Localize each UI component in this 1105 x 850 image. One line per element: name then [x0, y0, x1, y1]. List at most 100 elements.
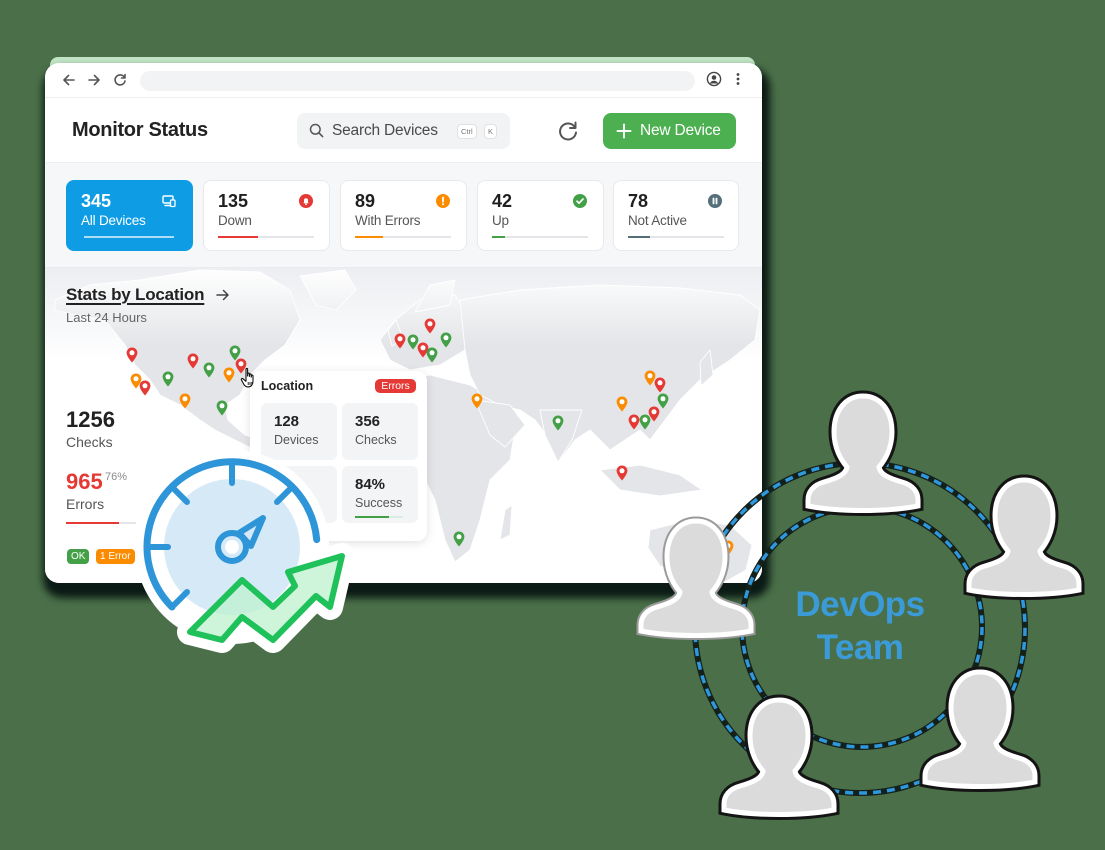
- stat-progress-track: [84, 236, 174, 238]
- map-pin-up[interactable]: [639, 414, 651, 430]
- stat-progress-fill: [628, 236, 651, 238]
- profile-icon[interactable]: [706, 71, 722, 87]
- stat-value: 345: [81, 191, 112, 211]
- stat-label: Down: [218, 213, 252, 228]
- search-placeholder: Search Devices: [332, 122, 438, 139]
- map-marker-icon: [657, 393, 669, 409]
- errors-progress-fill: [66, 522, 120, 524]
- location-tooltip: Location Errors 128 Devices 356 Checks 8…: [250, 371, 427, 541]
- cell-value: 356: [355, 413, 381, 430]
- team-member-bottom-left-icon: [724, 700, 834, 815]
- map-pin-up[interactable]: [657, 393, 669, 409]
- map-pin-down[interactable]: [139, 380, 151, 396]
- stat-card-up[interactable]: 42 Up: [477, 180, 604, 251]
- stat-card-not-active[interactable]: 78 Not Active: [613, 180, 739, 251]
- map-pin-down[interactable]: [417, 342, 429, 358]
- arrow-right-icon[interactable]: [215, 287, 231, 303]
- search-input[interactable]: Search Devices Ctrl K: [297, 113, 510, 149]
- india: [539, 409, 583, 463]
- stat-card-with-errors[interactable]: 89 With Errors: [340, 180, 467, 251]
- map-pin-down[interactable]: [235, 358, 247, 374]
- new-device-button[interactable]: New Device: [603, 113, 736, 149]
- map-marker-icon: [616, 465, 628, 481]
- scandinavia: [414, 279, 456, 313]
- shortcut-key-k: K: [484, 124, 498, 139]
- map-pin-down[interactable]: [126, 347, 138, 363]
- pin-layer: [45, 268, 762, 583]
- stat-progress-track: [218, 236, 314, 238]
- stat-value: 42: [492, 191, 513, 211]
- map-marker-icon: [628, 414, 640, 430]
- map-marker-icon: [139, 380, 151, 396]
- tooltip-title: Location: [261, 379, 314, 393]
- cell-value: 84%: [355, 476, 386, 493]
- map-marker-icon: [179, 393, 191, 409]
- map-pin-up[interactable]: [203, 362, 215, 378]
- refresh-icon[interactable]: [556, 119, 580, 143]
- map-marker-icon: [424, 318, 436, 334]
- map-pin-error[interactable]: [130, 373, 142, 389]
- map-pin-up[interactable]: [426, 347, 438, 363]
- status-chip-error[interactable]: 1 Error: [96, 549, 135, 564]
- stat-progress-fill: [492, 236, 506, 238]
- map-pin-up[interactable]: [162, 371, 174, 387]
- address-bar[interactable]: [140, 71, 695, 91]
- map-marker-icon: [229, 345, 241, 361]
- devices-icon: [162, 195, 176, 208]
- status-chip-ok[interactable]: OK: [67, 549, 90, 564]
- map-pin-down[interactable]: [616, 465, 628, 481]
- stat-label: Up: [492, 213, 509, 228]
- checks-label: Checks: [66, 434, 113, 450]
- map-pin-error[interactable]: [179, 393, 191, 409]
- map-marker-icon: [654, 377, 666, 393]
- tooltip-cell-success: 84% Success: [342, 466, 418, 523]
- map-marker-icon: [453, 531, 465, 547]
- stat-progress-fill: [84, 236, 174, 238]
- forward-arrow-icon[interactable]: [86, 72, 102, 88]
- errors-count: 965: [66, 469, 103, 494]
- map-pin-up[interactable]: [453, 531, 465, 547]
- map-marker-icon: [616, 396, 628, 412]
- time-range-label: Last 24 Hours: [66, 310, 147, 325]
- cell-label: Devices: [274, 433, 319, 447]
- map-pin-up[interactable]: [440, 332, 452, 348]
- map-pin-down[interactable]: [424, 318, 436, 334]
- status-summary: 345 All Devices 135 Down 89 With Errors …: [45, 163, 762, 268]
- map-pin-error[interactable]: [644, 370, 656, 386]
- reload-icon[interactable]: [112, 72, 128, 88]
- map-pin-error[interactable]: [722, 540, 734, 556]
- map-marker-icon: [187, 353, 199, 369]
- more-menu-icon[interactable]: [731, 71, 745, 87]
- map-pin-error[interactable]: [616, 396, 628, 412]
- stat-card-down[interactable]: 135 Down: [203, 180, 330, 251]
- stat-progress-fill: [355, 236, 383, 238]
- browser-window: Monitor Status Search Devices Ctrl K New…: [45, 63, 762, 583]
- map-pin-up[interactable]: [552, 415, 564, 431]
- team-member-top-icon: [808, 396, 918, 511]
- team-member-bottom-right-icon: [925, 672, 1035, 787]
- tooltip-cell-devices: 128 Devices: [261, 403, 337, 460]
- map-pin-down[interactable]: [394, 333, 406, 349]
- stat-value: 89: [355, 191, 376, 211]
- stat-card-all-devices[interactable]: 345 All Devices: [66, 180, 193, 251]
- map-pin-error[interactable]: [471, 393, 483, 409]
- map-marker-icon: [130, 373, 142, 389]
- hand-pointer-cursor-icon: [240, 367, 254, 388]
- back-arrow-icon[interactable]: [61, 72, 77, 88]
- map-pin-error[interactable]: [223, 367, 235, 383]
- tooltip-cell-checks: 356 Checks: [342, 403, 418, 460]
- map-pin-down[interactable]: [187, 353, 199, 369]
- map-pin-up[interactable]: [716, 557, 728, 573]
- map-pin-up[interactable]: [216, 400, 228, 416]
- map-marker-icon: [223, 367, 235, 383]
- map-pin-down[interactable]: [628, 414, 640, 430]
- map-pin-up[interactable]: [407, 334, 419, 350]
- map-marker-icon: [407, 334, 419, 350]
- map-pin-down[interactable]: [648, 406, 660, 422]
- stats-by-location-link[interactable]: Stats by Location: [66, 285, 205, 304]
- stats-by-location-panel: Stats by Location Last 24 Hours 1256 Che…: [45, 268, 762, 583]
- map-pin-down[interactable]: [654, 377, 666, 393]
- map-marker-icon: [552, 415, 564, 431]
- map-pin-up[interactable]: [229, 345, 241, 361]
